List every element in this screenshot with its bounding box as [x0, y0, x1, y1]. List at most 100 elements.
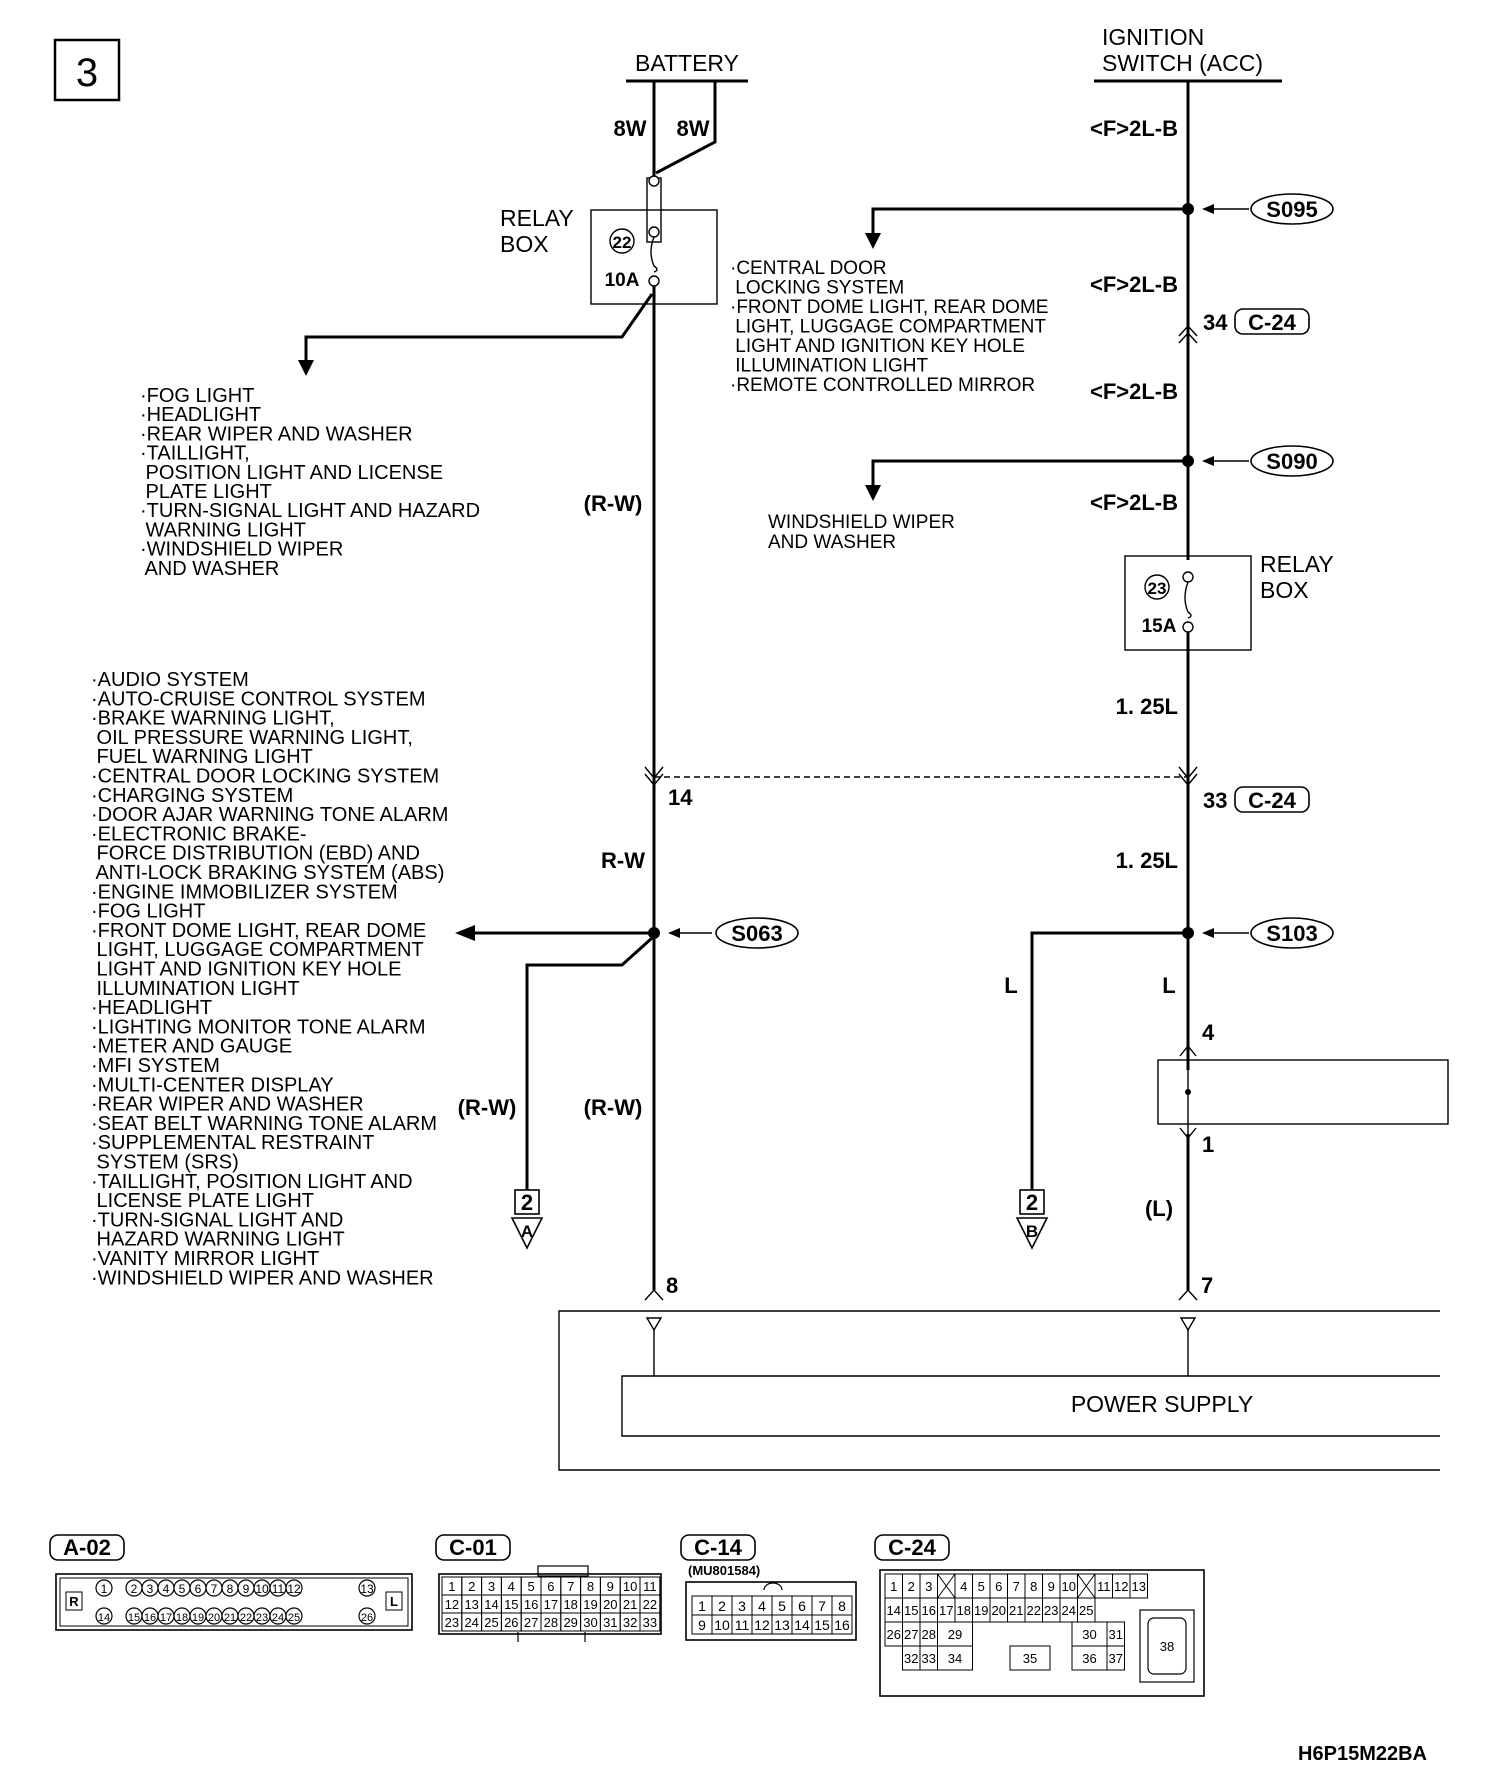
connector-pin: 16	[144, 1612, 156, 1624]
list_s063-line: ·DOOR AJAR WARNING TONE ALARM	[91, 804, 448, 826]
connector-pin: 30	[583, 1615, 597, 1630]
s103-arrow-head	[1202, 928, 1214, 938]
list_s063-line: LIGHT AND IGNITION KEY HOLE	[91, 959, 401, 981]
fuse22-branch-wire	[304, 293, 654, 362]
list_s095-line: LOCKING SYSTEM	[730, 278, 904, 299]
pin-4: 4	[1202, 1020, 1215, 1045]
fuse-23-terminal-top	[1182, 571, 1194, 583]
connector-pin: 17	[939, 1603, 953, 1618]
list_s063-line: ·REAR WIPER AND WASHER	[91, 1094, 364, 1116]
fuse-22-element	[650, 236, 658, 273]
connector-pin: 19	[974, 1603, 988, 1618]
s095-consumer-list: ·CENTRAL DOOR LOCKING SYSTEM·FRONT DOME …	[730, 258, 1048, 396]
connector-pin: 19	[583, 1597, 597, 1612]
connector-a02-label: A-02	[63, 1535, 111, 1560]
splice-s090-label: S090	[1266, 449, 1317, 474]
wire-125l-upper: 1. 25L	[1116, 694, 1178, 719]
s090-branch-arrow	[865, 485, 881, 501]
list_s063-line: ·TURN-SIGNAL LIGHT AND	[91, 1209, 343, 1231]
connector-pin: 13	[360, 1582, 374, 1596]
connector-pin: 5	[778, 1598, 786, 1614]
component-inner-dot	[1185, 1089, 1191, 1095]
ref-b-number: 2	[1026, 1190, 1038, 1215]
pin-7: 7	[1201, 1273, 1213, 1298]
connector-pin: 15	[904, 1603, 918, 1618]
connector-pin: 21	[224, 1612, 236, 1624]
connector-pin: 16	[524, 1597, 538, 1612]
connector-pin: 11	[735, 1617, 750, 1633]
fuse-22-circle	[609, 228, 635, 254]
connector-pin: 5	[179, 1582, 186, 1596]
connector-a02-side-left: R	[69, 1594, 79, 1609]
list_s063-line: HAZARD WARNING LIGHT	[91, 1229, 345, 1251]
s090-consumer-1: WINDSHIELD WIPER	[768, 512, 955, 533]
intermediate-component	[1157, 1059, 1449, 1125]
connector-pin: 18	[176, 1612, 188, 1624]
conn-c24-lower: C-24	[1248, 788, 1296, 813]
connector-pin: 24	[1062, 1603, 1076, 1618]
connector-pin: 9	[243, 1582, 250, 1596]
connector-c01-label: C-01	[449, 1535, 497, 1560]
list_s063-line: ILLUMINATION LIGHT	[91, 978, 300, 1000]
pin-34-mark-2	[1178, 331, 1198, 344]
list_s063-line: ·METER AND GAUGE	[91, 1036, 292, 1058]
wire-l-branch: L	[1004, 973, 1017, 998]
connector-pin: 4	[960, 1579, 967, 1594]
fuse-23-element	[1184, 581, 1192, 619]
connector-pin: 12	[754, 1617, 770, 1633]
conn-c24-lower-box	[1234, 786, 1310, 813]
connector-pin: 26	[361, 1612, 373, 1624]
fuse-23-terminal-bottom	[1182, 621, 1194, 633]
connector-cell	[1009, 1645, 1051, 1671]
list_s063-line: ·LIGHTING MONITOR TONE ALARM	[91, 1016, 426, 1038]
connector-pin: 14	[794, 1617, 810, 1633]
wire-l-lower: (L)	[1145, 1196, 1173, 1221]
s090-branch-wire	[871, 459, 1188, 487]
connector-pin: 7	[567, 1579, 574, 1594]
list_s063-line: ·BRAKE WARNING LIGHT,	[91, 708, 335, 730]
list_s063-line: ·FRONT DOME LIGHT, REAR DOME	[91, 920, 426, 942]
connector-pin: 12	[1114, 1579, 1128, 1594]
connector-pin: 8	[227, 1582, 234, 1596]
list_fuse22-line: ·REAR WIPER AND WASHER	[140, 423, 413, 445]
splice-s063-label-oval	[715, 917, 799, 949]
connector-blank-mark	[1077, 1573, 1096, 1599]
list_fuse22-line: ·FOG LIGHT	[140, 385, 254, 407]
list_s095-line: ·CENTRAL DOOR	[730, 258, 887, 279]
connector-pin-ring	[95, 1607, 113, 1625]
diagram-code: H6P15M22BA	[1298, 1743, 1427, 1765]
relay-box-22-label-1: RELAY	[500, 205, 574, 231]
connector-c24-label: C-24	[888, 1535, 936, 1560]
ignition-label-2: SWITCH (ACC)	[1102, 50, 1263, 76]
connector-pin: 27	[904, 1627, 918, 1642]
connector-blank-mark	[937, 1573, 956, 1599]
list_s063-line: ·AUDIO SYSTEM	[91, 669, 249, 691]
connector-pin: 6	[798, 1598, 806, 1614]
wire-125l-lower: 1. 25L	[1116, 848, 1178, 873]
list_s063-line: FUEL WARNING LIGHT	[91, 746, 313, 768]
ref-a-number: 2	[521, 1190, 533, 1215]
list_fuse22-line: WARNING LIGHT	[140, 519, 306, 541]
list_s095-line: ·REMOTE CONTROLLED MIRROR	[730, 375, 1035, 396]
list_s063-line: ·CHARGING SYSTEM	[91, 785, 293, 807]
connector-pin: 1	[101, 1582, 108, 1596]
connector-pin: 29	[948, 1627, 962, 1642]
ref-a-letter: A	[521, 1222, 533, 1241]
connector-pin: 5	[978, 1579, 985, 1594]
module-outline	[558, 1310, 1440, 1471]
connector-pin: 2	[908, 1579, 915, 1594]
fuse22-consumer-list: ·FOG LIGHT·HEADLIGHT·REAR WIPER AND WASH…	[140, 385, 480, 580]
ref-a-triangle	[510, 1217, 544, 1250]
connector-pin: 11	[643, 1579, 657, 1594]
connector-pin: 20	[208, 1612, 220, 1624]
fuse-22-number: 22	[613, 233, 632, 252]
s095-branch-wire	[871, 207, 1188, 235]
connector-pin: 3	[738, 1598, 746, 1614]
connector-pin: 16	[834, 1617, 850, 1633]
connector-pin: 3	[925, 1579, 932, 1594]
connector-pin: 26	[504, 1615, 518, 1630]
ref-b-box	[1019, 1189, 1045, 1215]
